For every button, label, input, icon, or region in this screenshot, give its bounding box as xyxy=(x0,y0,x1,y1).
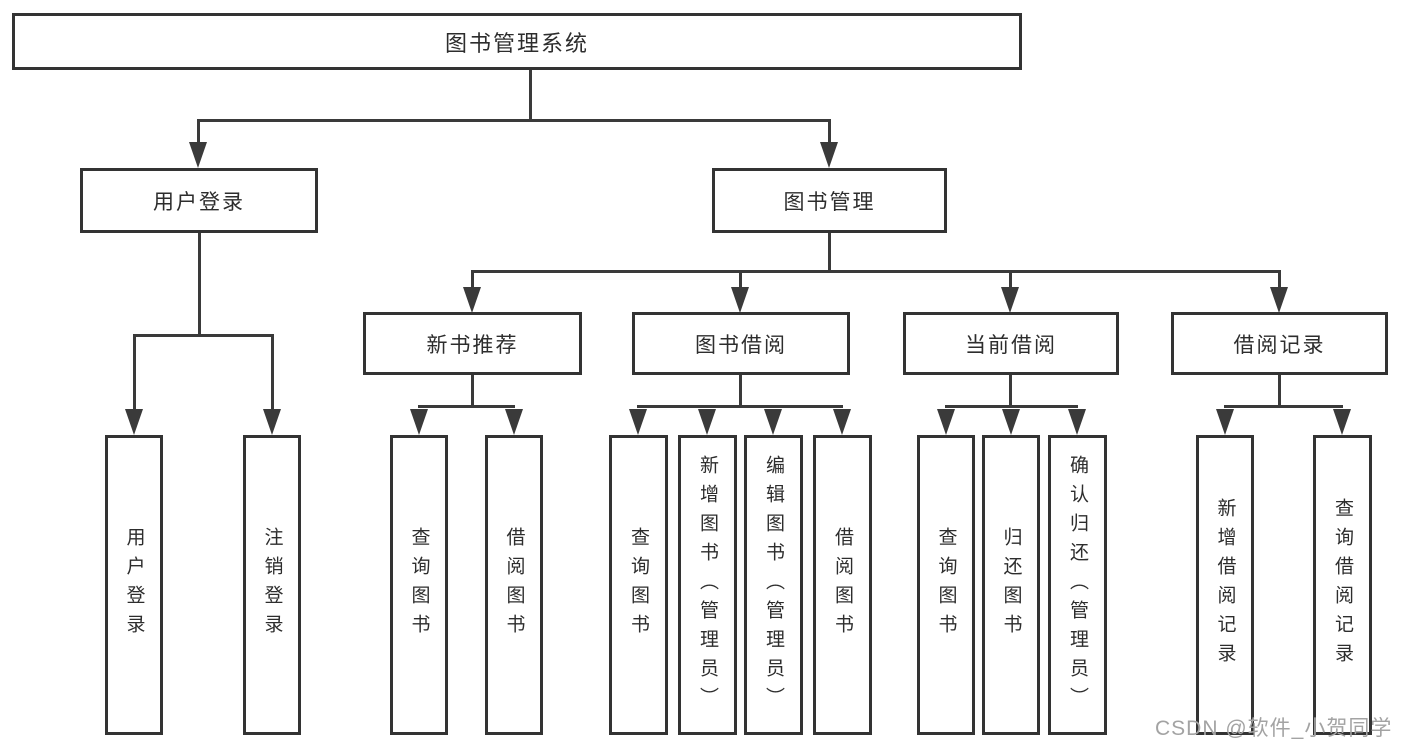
connector-line xyxy=(739,375,742,407)
connector-line xyxy=(197,119,200,144)
leaf-query-books-current: 查询图书 xyxy=(917,435,975,735)
arrowhead-down xyxy=(1001,287,1019,313)
leaf-label: 查询图书 xyxy=(408,527,430,643)
leaf-query-books-recommend: 查询图书 xyxy=(390,435,448,735)
node-label: 图书借阅 xyxy=(695,333,787,357)
arrowhead-down xyxy=(1270,287,1288,313)
connector-line xyxy=(133,334,136,409)
leaf-label: 用户登录 xyxy=(123,527,145,643)
node-label: 图书管理 xyxy=(783,190,876,214)
leaf-label: 编辑图书（管理员） xyxy=(763,454,784,716)
connector-line xyxy=(271,334,274,409)
connector-line xyxy=(637,405,843,408)
leaf-query-borrow-record: 查询借阅记录 xyxy=(1313,435,1372,735)
node-book-borrowing: 图书借阅 xyxy=(632,312,850,375)
connector-line xyxy=(197,119,831,122)
connector-line xyxy=(133,334,274,337)
leaf-return-book: 归还图书 xyxy=(982,435,1040,735)
connector-line xyxy=(739,270,742,288)
connector-line xyxy=(1278,375,1281,407)
leaf-edit-book-admin: 编辑图书（管理员） xyxy=(744,435,803,735)
leaf-label: 借阅图书 xyxy=(503,527,525,643)
connector-line xyxy=(198,233,201,336)
arrowhead-down xyxy=(1068,409,1086,435)
connector-line xyxy=(1224,405,1343,408)
connector-line xyxy=(1009,270,1012,288)
arrowhead-down xyxy=(629,409,647,435)
node-new-book-recommend: 新书推荐 xyxy=(363,312,582,375)
connector-line xyxy=(471,270,1281,273)
arrowhead-down xyxy=(463,287,481,313)
leaf-borrow-books-borrowing: 借阅图书 xyxy=(813,435,872,735)
node-label: 图书管理系统 xyxy=(444,30,589,56)
arrowhead-down xyxy=(410,409,428,435)
node-user-login: 用户登录 xyxy=(80,168,318,233)
leaf-label: 注销登录 xyxy=(261,527,283,643)
leaf-label: 查询借阅记录 xyxy=(1332,498,1353,672)
leaf-logout: 注销登录 xyxy=(243,435,301,735)
arrowhead-down xyxy=(698,409,716,435)
node-root: 图书管理系统 xyxy=(12,13,1022,70)
leaf-confirm-return-admin: 确认归还（管理员） xyxy=(1048,435,1107,735)
connector-line xyxy=(945,405,1078,408)
arrowhead-down xyxy=(764,409,782,435)
node-label: 借阅记录 xyxy=(1233,333,1326,357)
node-borrowing-records: 借阅记录 xyxy=(1171,312,1388,375)
connector-line xyxy=(418,405,515,408)
watermark-text: CSDN @软件_小贺同学 xyxy=(1155,717,1393,740)
arrowhead-down xyxy=(820,142,838,168)
arrowhead-down xyxy=(125,409,143,435)
arrowhead-down xyxy=(263,409,281,435)
connector-line xyxy=(471,375,474,407)
leaf-label: 新增图书（管理员） xyxy=(697,454,718,716)
leaf-label: 新增借阅记录 xyxy=(1214,498,1236,672)
leaf-label: 查询图书 xyxy=(628,527,649,643)
arrowhead-down xyxy=(731,287,749,313)
node-label: 新书推荐 xyxy=(426,333,519,357)
leaf-label: 借阅图书 xyxy=(832,527,853,643)
node-current-borrowing: 当前借阅 xyxy=(903,312,1119,375)
connector-line xyxy=(1009,375,1012,407)
leaf-add-borrow-record: 新增借阅记录 xyxy=(1196,435,1254,735)
leaf-label: 归还图书 xyxy=(1000,527,1022,643)
arrowhead-down xyxy=(937,409,955,435)
arrowhead-down xyxy=(1002,409,1020,435)
leaf-label: 确认归还（管理员） xyxy=(1067,454,1088,716)
leaf-query-books-borrowing: 查询图书 xyxy=(609,435,668,735)
arrowhead-down xyxy=(1216,409,1234,435)
node-label: 当前借阅 xyxy=(965,333,1057,357)
connector-line xyxy=(1278,270,1281,288)
leaf-borrow-books-recommend: 借阅图书 xyxy=(485,435,543,735)
connector-line xyxy=(471,270,474,288)
leaf-label: 查询图书 xyxy=(935,527,957,643)
arrowhead-down xyxy=(833,409,851,435)
leaf-user-login: 用户登录 xyxy=(105,435,163,735)
connector-line xyxy=(828,233,831,273)
arrowhead-down xyxy=(505,409,523,435)
arrowhead-down xyxy=(189,142,207,168)
connector-line xyxy=(828,119,831,144)
node-book-management: 图书管理 xyxy=(712,168,947,233)
leaf-add-book-admin: 新增图书（管理员） xyxy=(678,435,737,735)
arrowhead-down xyxy=(1333,409,1351,435)
node-label: 用户登录 xyxy=(153,190,245,214)
connector-line xyxy=(529,70,532,121)
